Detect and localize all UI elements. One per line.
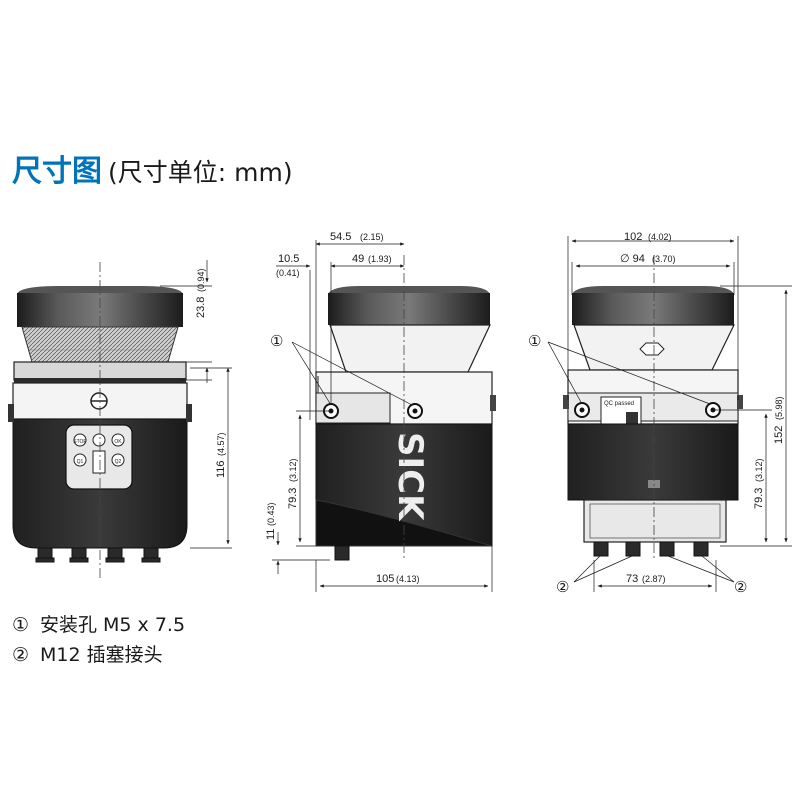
- rear-dim-w2: 73: [626, 573, 638, 585]
- front-dim-height: 116: [215, 460, 227, 478]
- side-brand-logo: SICK: [390, 432, 430, 522]
- page-title: 尺寸图(尺寸单位: mm): [12, 146, 293, 190]
- rear-connector-block: [583, 499, 727, 543]
- legend-mark-2: ②: [12, 644, 30, 666]
- front-connectors: [35, 547, 161, 563]
- front-panel-indicator-icon: [92, 433, 106, 447]
- front-dim-top-in: (0.94): [196, 268, 206, 292]
- title-main: 尺寸图: [12, 154, 102, 189]
- rear-dimensions: [547, 236, 792, 592]
- rear-cap: [572, 293, 734, 325]
- side-wedge: [315, 499, 493, 547]
- rear-dim-w1-in: (4.02): [648, 232, 672, 242]
- rear-callout-1: ①: [528, 333, 541, 350]
- rear-qc-text: QC passed: [604, 401, 634, 407]
- side-dim-w3-in: (0.41): [276, 268, 300, 278]
- front-dim-height-in: (4.57): [216, 432, 226, 456]
- rear-view: QC passed: [528, 231, 792, 596]
- side-dim-h2: 11: [265, 529, 277, 540]
- front-panel-label-ok: OK: [114, 439, 122, 445]
- side-dim-w4-in: (4.13): [396, 574, 420, 584]
- rear-dim-w2-in: (2.87): [642, 574, 666, 584]
- front-display: [92, 450, 106, 474]
- front-panel-label-q1: Q1: [77, 459, 84, 465]
- legend-item-m12-connector: ② M12 插塞接头: [12, 640, 163, 667]
- side-dim-w3: 10.5: [278, 253, 299, 265]
- side-callout-1: ①: [270, 333, 283, 350]
- side-cap-top: [328, 286, 490, 294]
- side-connector: [334, 545, 350, 561]
- legend-text-1: 安装孔 M5 x 7.5: [40, 614, 186, 636]
- front-dimensions: [160, 260, 232, 549]
- side-dim-h1: 79.3: [287, 488, 299, 509]
- front-panel-label-q2: Q2: [115, 459, 122, 465]
- side-view: SICK 54.5 (2.15) 49 (1.: [265, 231, 496, 592]
- front-panel-label-stop: STOP: [73, 439, 87, 445]
- side-dim-w2-in: (1.93): [368, 254, 392, 264]
- side-dim-h1-in: (3.12): [288, 458, 298, 482]
- rear-dim-h1-in: (5.98): [774, 396, 784, 420]
- side-cap: [328, 293, 490, 325]
- rear-dim-dia: ∅ 94: [620, 253, 645, 265]
- rear-dim-h2-in: (3.12): [754, 458, 764, 482]
- rear-dim-dia-in: (3.70): [652, 254, 676, 264]
- rear-callout-2-left: ②: [556, 579, 569, 596]
- rear-dim-h2: 79.3: [753, 488, 765, 509]
- front-view: STOP OK Q1 Q2 23.8 (0.94) 116 (4.57): [8, 260, 232, 580]
- side-dim-h2-in: (0.43): [266, 502, 276, 526]
- rear-connectors: [593, 541, 709, 557]
- legend-mark-1: ①: [12, 614, 30, 636]
- side-dimensions: [272, 240, 493, 592]
- side-dim-w4: 105: [376, 573, 394, 585]
- rear-callout-2-right: ②: [734, 579, 747, 596]
- side-dim-w1-in: (2.15): [360, 232, 384, 242]
- legend-item-mounting-hole: ① 安装孔 M5 x 7.5: [12, 610, 185, 637]
- rear-dim-w1: 102: [624, 231, 642, 243]
- legend-text-2: M12 插塞接头: [40, 644, 163, 666]
- side-window: [329, 324, 491, 373]
- rear-vent-icon: [639, 342, 665, 356]
- side-dim-w1: 54.5: [330, 231, 351, 243]
- side-dim-w2: 49: [352, 253, 364, 265]
- rear-housing: [567, 423, 739, 501]
- rear-dim-h1: 152: [773, 426, 785, 444]
- title-unit: (尺寸单位: mm): [108, 158, 293, 187]
- rear-cap-top: [572, 286, 734, 294]
- front-dim-top: 23.8: [195, 297, 207, 318]
